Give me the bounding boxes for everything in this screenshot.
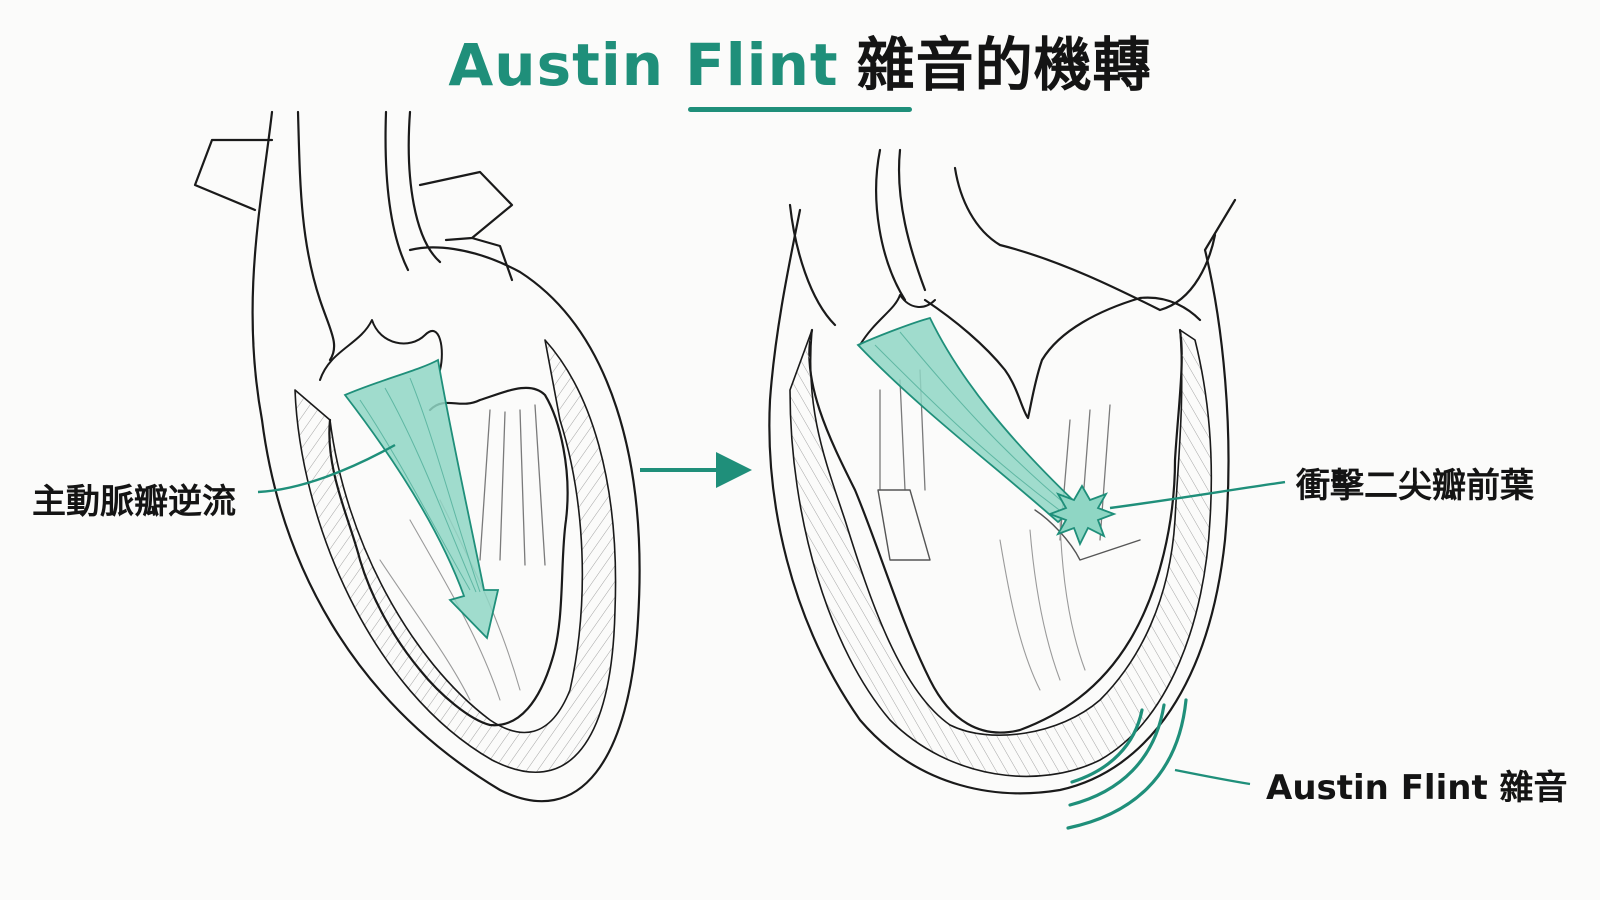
label-impact-anterior-leaflet: 衝擊二尖瓣前葉 bbox=[1296, 466, 1534, 506]
leader-line-regurgitation bbox=[257, 443, 396, 494]
aortic-cusps-left bbox=[319, 319, 443, 381]
heart-left-outer bbox=[251, 110, 641, 803]
right-arrow-icon bbox=[640, 452, 752, 488]
ventricle-right-inner bbox=[808, 328, 1183, 734]
regurgitant-jet-left bbox=[343, 358, 500, 640]
sound-waves-icon bbox=[1066, 698, 1188, 830]
impact-burst-icon bbox=[1047, 484, 1117, 547]
leader-line-murmur bbox=[1174, 768, 1251, 786]
label-austin-flint-murmur: Austin Flint 雜音 bbox=[1266, 768, 1568, 808]
title-underline bbox=[688, 107, 912, 112]
title-chinese: 雜音的機轉 bbox=[856, 31, 1152, 99]
mitral-leaflets bbox=[923, 296, 1202, 420]
vessel-stub-left bbox=[193, 138, 274, 212]
title-english: Austin Flint bbox=[448, 31, 839, 99]
aortic-cusps-right bbox=[859, 294, 936, 346]
leader-line-impact bbox=[1109, 480, 1286, 510]
regurgitant-jet-right bbox=[856, 316, 1080, 524]
myocardium-right bbox=[789, 329, 1213, 778]
heart-right-outer bbox=[768, 198, 1237, 795]
ventricle-left-inner bbox=[328, 386, 569, 727]
label-aortic-regurgitation: 主動脈瓣逆流 bbox=[32, 482, 236, 522]
vessel-stub-right bbox=[418, 170, 514, 242]
